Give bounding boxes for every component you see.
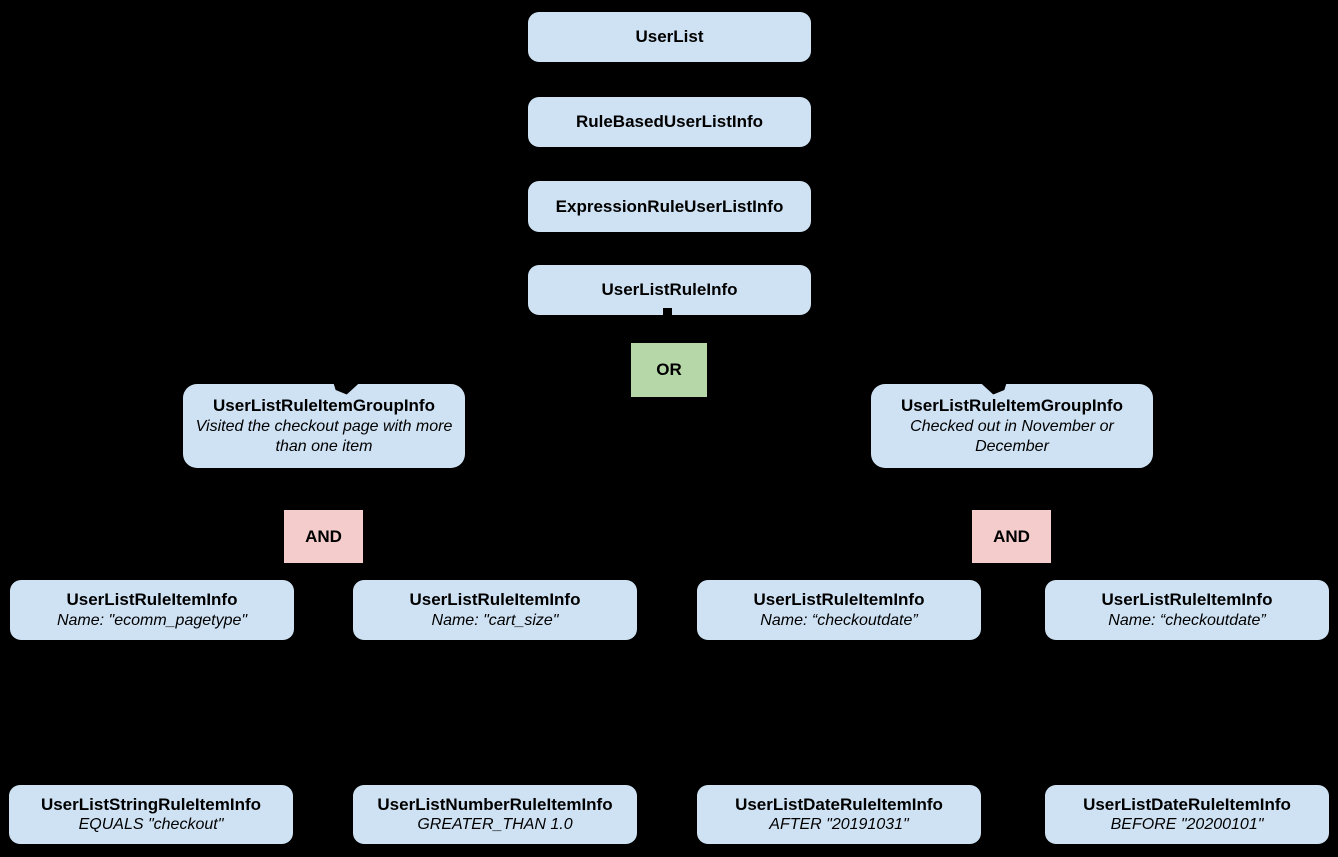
node-numberruleitem-title: UserListNumberRuleItemInfo bbox=[377, 794, 613, 814]
node-expressionruleuserlistinfo: ExpressionRuleUserListInfo bbox=[528, 181, 811, 232]
node-userlistruleinfo: UserListRuleInfo bbox=[528, 265, 811, 315]
node-ruleitem-3: UserListRuleItemInfo Name: “checkoutdate… bbox=[697, 580, 981, 640]
node-rulebaseduserlistinfo-label: RuleBasedUserListInfo bbox=[575, 112, 764, 132]
node-ruleitem-4: UserListRuleItemInfo Name: “checkoutdate… bbox=[1045, 580, 1329, 640]
node-userlistruleinfo-label: UserListRuleInfo bbox=[601, 280, 738, 300]
node-ruleitem-4-subtitle: Name: “checkoutdate” bbox=[1108, 611, 1266, 629]
node-numberruleitem: UserListNumberRuleItemInfo GREATER_THAN … bbox=[353, 785, 637, 844]
and-operator-right-label: AND bbox=[993, 526, 1030, 546]
node-userlist-label: UserList bbox=[635, 27, 704, 47]
node-group-left-title: UserListRuleItemGroupInfo bbox=[213, 396, 435, 416]
node-expressionruleuserlistinfo-label: ExpressionRuleUserListInfo bbox=[555, 196, 784, 216]
node-ruleitem-4-title: UserListRuleItemInfo bbox=[1101, 590, 1273, 610]
node-dateruleitem-1: UserListDateRuleItemInfo AFTER "20191031… bbox=[697, 785, 981, 844]
node-numberruleitem-subtitle: GREATER_THAN 1.0 bbox=[417, 816, 573, 834]
node-group-right: UserListRuleItemGroupInfo Checked out in… bbox=[871, 384, 1153, 468]
node-ruleitem-2: UserListRuleItemInfo Name: "cart_size" bbox=[353, 580, 637, 640]
node-userlist: UserList bbox=[528, 12, 811, 62]
node-ruleitem-2-subtitle: Name: "cart_size" bbox=[431, 611, 559, 629]
node-ruleitem-1: UserListRuleItemInfo Name: "ecomm_pagety… bbox=[10, 580, 294, 640]
node-rulebaseduserlistinfo: RuleBasedUserListInfo bbox=[528, 97, 811, 147]
node-dateruleitem-2-subtitle: BEFORE "20200101" bbox=[1110, 816, 1264, 834]
node-dateruleitem-1-subtitle: AFTER "20191031" bbox=[769, 816, 909, 834]
node-ruleitem-1-subtitle: Name: "ecomm_pagetype" bbox=[56, 611, 248, 629]
and-operator-left: AND bbox=[284, 510, 363, 563]
and-operator-right: AND bbox=[972, 510, 1051, 563]
node-dateruleitem-1-title: UserListDateRuleItemInfo bbox=[735, 794, 943, 814]
or-operator: OR bbox=[631, 343, 707, 397]
node-ruleitem-3-subtitle: Name: “checkoutdate” bbox=[760, 611, 918, 629]
or-operator-label: OR bbox=[656, 360, 682, 379]
node-dateruleitem-2: UserListDateRuleItemInfo BEFORE "2020010… bbox=[1045, 785, 1329, 844]
node-stringruleitem-subtitle: EQUALS "checkout" bbox=[78, 816, 224, 834]
connector-stub bbox=[663, 308, 672, 316]
node-stringruleitem: UserListStringRuleItemInfo EQUALS "check… bbox=[9, 785, 293, 844]
node-stringruleitem-title: UserListStringRuleItemInfo bbox=[40, 794, 262, 814]
node-dateruleitem-2-title: UserListDateRuleItemInfo bbox=[1083, 794, 1291, 814]
node-group-right-title: UserListRuleItemGroupInfo bbox=[901, 396, 1123, 416]
node-ruleitem-1-title: UserListRuleItemInfo bbox=[66, 590, 238, 610]
node-group-left: UserListRuleItemGroupInfo Visited the ch… bbox=[183, 384, 465, 468]
node-ruleitem-3-title: UserListRuleItemInfo bbox=[753, 590, 925, 610]
node-group-left-subtitle: Visited the checkout page with more than… bbox=[195, 417, 453, 455]
and-operator-left-label: AND bbox=[305, 526, 342, 546]
node-ruleitem-2-title: UserListRuleItemInfo bbox=[409, 590, 581, 610]
node-group-right-subtitle: Checked out in November or December bbox=[910, 417, 1114, 455]
